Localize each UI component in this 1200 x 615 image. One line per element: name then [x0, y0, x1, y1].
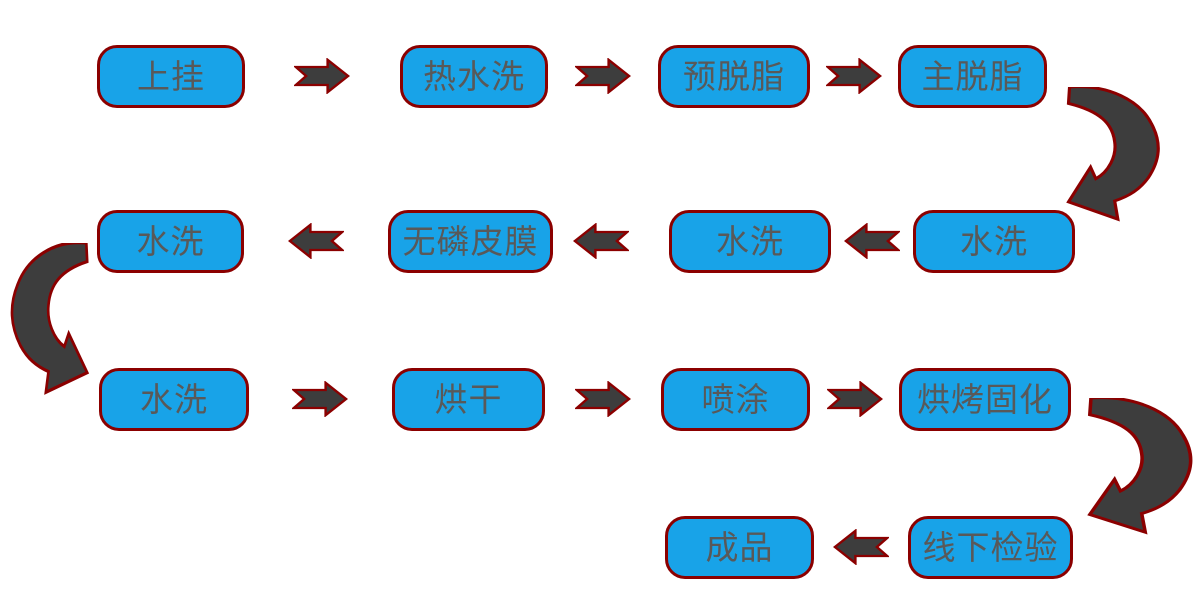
flow-step-2: 热水洗 [400, 45, 548, 108]
flow-step-8: 水洗 [97, 210, 244, 273]
arrow-left-icon [573, 223, 629, 259]
flow-step-5: 水洗 [913, 210, 1075, 273]
flow-step-11: 喷涂 [661, 368, 810, 431]
flow-step-7: 无磷皮膜 [388, 210, 553, 273]
flow-step-4: 主脱脂 [898, 45, 1047, 108]
curved-arrow-down-left-icon [1066, 87, 1160, 222]
arrow-left-icon [844, 223, 900, 259]
arrow-right-icon [294, 58, 350, 94]
flow-step-1: 上挂 [97, 45, 245, 108]
flow-step-13: 线下检验 [908, 516, 1073, 579]
flow-step-10: 烘干 [392, 368, 545, 431]
flow-step-3: 预脱脂 [658, 45, 810, 108]
curved-arrow-down-right-icon [10, 243, 90, 395]
curved-arrow-down-left-icon [1087, 398, 1193, 535]
arrow-right-icon [575, 381, 631, 417]
arrow-right-icon [827, 381, 883, 417]
flow-step-6: 水洗 [669, 210, 831, 273]
arrow-right-icon [292, 381, 348, 417]
flow-step-12: 烘烤固化 [899, 368, 1071, 431]
arrow-right-icon [826, 58, 882, 94]
arrow-left-icon [288, 223, 344, 259]
arrow-right-icon [575, 58, 631, 94]
flow-step-9: 水洗 [99, 368, 249, 431]
flow-step-14: 成品 [665, 516, 814, 579]
arrow-left-icon [833, 529, 889, 565]
